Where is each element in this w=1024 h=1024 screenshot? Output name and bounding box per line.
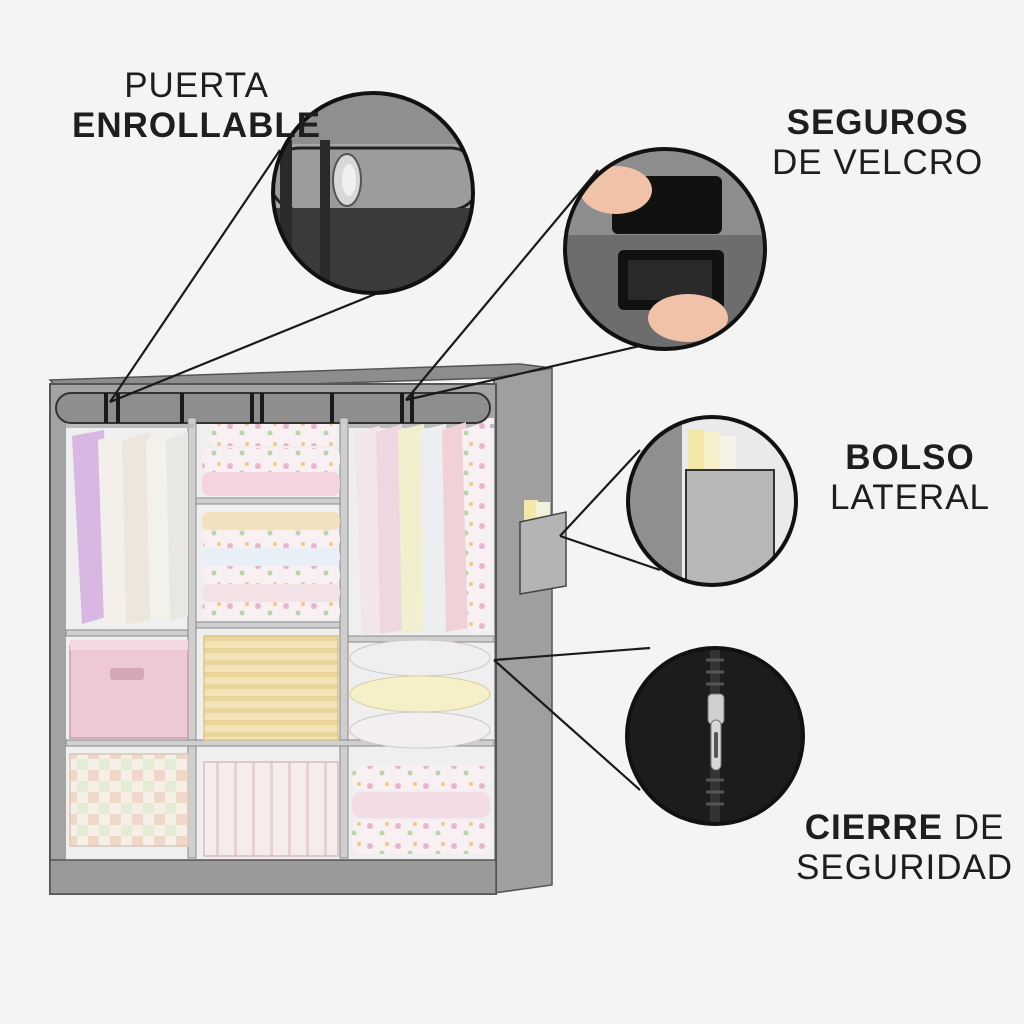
label-puerta-enrollable: PUERTA ENROLLABLE	[72, 66, 321, 146]
pillows	[349, 639, 491, 749]
label-cierre-line2: SEGURIDAD	[796, 848, 1014, 887]
side-pocket	[519, 500, 567, 595]
wardrobe	[48, 363, 567, 895]
hanging-clothes-right	[348, 420, 494, 636]
callout-lines	[109, 149, 661, 791]
zoom-zipper	[625, 646, 805, 826]
plaid-storage-box	[203, 761, 339, 857]
zoom-side-pocket	[626, 415, 798, 587]
label-cierre-line1-bold: CIERRE	[804, 808, 943, 847]
wardrobe-side-panel	[493, 367, 553, 894]
hanging-clothes-left	[66, 424, 194, 626]
label-puerta-line2: ENROLLABLE	[72, 106, 322, 145]
rolled-door	[55, 392, 491, 424]
striped-storage-box	[203, 635, 339, 741]
label-bolso-line1: BOLSO	[845, 438, 975, 477]
folded-linens-center-middle	[202, 512, 340, 620]
pink-storage-box	[69, 640, 189, 739]
folded-linens-bottom-right	[352, 766, 490, 854]
folded-linens-center-top	[202, 424, 340, 496]
shelves	[65, 417, 495, 859]
wardrobe-base	[49, 859, 497, 895]
label-seguros-line2: DE VELCRO	[772, 143, 984, 182]
checkered-storage-box	[69, 753, 189, 847]
label-bolso-line2: LATERAL	[830, 478, 991, 517]
label-bolso-lateral: BOLSO LATERAL	[830, 438, 990, 518]
label-cierre-seguridad: CIERRE DE SEGURIDAD	[796, 808, 1013, 888]
label-puerta-line1: PUERTA	[124, 66, 269, 105]
label-cierre-line1-light: DE	[942, 808, 1005, 847]
label-seguros-line1: SEGUROS	[786, 103, 969, 142]
label-seguros-velcro: SEGUROS DE VELCRO	[772, 103, 983, 183]
